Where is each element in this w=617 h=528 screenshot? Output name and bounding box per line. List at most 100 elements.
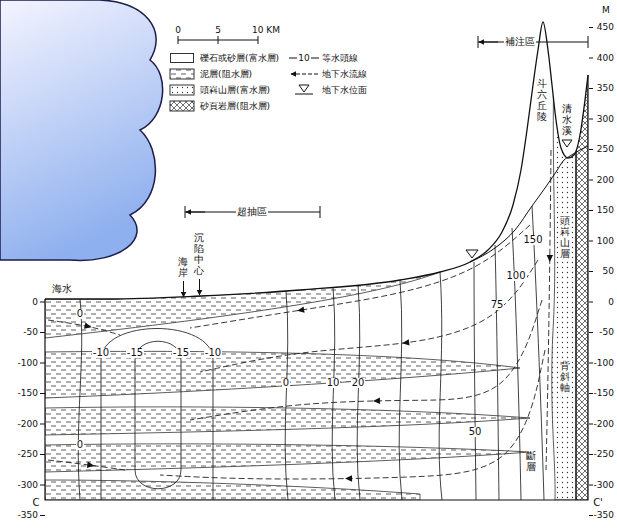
axis-label: 400 [597, 54, 614, 63]
mud-aquitard [45, 407, 530, 435]
formation-sample [170, 85, 194, 95]
legend-swatch [170, 53, 194, 63]
flow-sample [291, 74, 318, 75]
axis-tick [589, 119, 593, 120]
axis-label: -300 [594, 481, 614, 490]
equipotential-line [357, 284, 360, 500]
axis-tick [589, 241, 593, 242]
mud-sample [170, 69, 194, 79]
legend-sample-number: 10 [297, 54, 310, 63]
scale-label: 10 KM [252, 26, 280, 35]
mud-aquitard [45, 444, 530, 472]
axis-tick [589, 363, 593, 364]
contour-label: 20 [351, 378, 366, 388]
mud-aquitard [45, 272, 440, 338]
subsidence-label: 沉陷中心 [194, 232, 204, 276]
axis-tick [589, 485, 593, 486]
zone-label: 超抽區 [236, 207, 268, 217]
axis-tick [589, 210, 593, 211]
anticline-label: 背斜軸 [560, 360, 570, 393]
axis-label: -250 [594, 450, 614, 459]
legend-text: 地下水流線 [322, 70, 367, 79]
sandstone-shale [576, 40, 588, 500]
contour-label: -15 [126, 348, 144, 358]
flow-arrowhead [84, 323, 92, 331]
flow-line [160, 350, 545, 479]
axis-label: 350 [597, 84, 614, 93]
axis-tick [40, 424, 45, 425]
contour-label: 0 [76, 309, 84, 319]
axis-label: -350 [594, 511, 614, 520]
axis-label: -300 [18, 481, 38, 490]
equipotential-line [285, 291, 288, 500]
flow-arrowhead [373, 398, 380, 405]
axis-label: -100 [594, 359, 614, 368]
section-end-label: C [33, 498, 40, 508]
contour-label: 75 [490, 300, 505, 310]
axis-label: 100 [597, 237, 614, 246]
equipotential-line [399, 280, 402, 500]
section-end-label: C' [593, 498, 603, 508]
sea-label: 海水 [52, 284, 72, 294]
contour-label: -10 [92, 348, 110, 358]
toukoshan-formation [552, 40, 576, 500]
equipotential-line [101, 329, 213, 501]
axis-label: 0 [32, 298, 38, 307]
water-table-sample [299, 85, 309, 92]
recharge-bracket [478, 36, 588, 48]
water-table-symbol [466, 250, 478, 258]
flow-arrowhead [297, 306, 305, 313]
scale-label: 5 [215, 26, 221, 35]
axis-label: 0 [608, 298, 614, 307]
flow-arrowhead [87, 462, 95, 469]
mud-aquitard [45, 351, 520, 398]
zone-brackets [184, 36, 589, 297]
axis-tick [40, 393, 45, 394]
water-table [470, 146, 588, 262]
hill-label: 斗六丘陵 [537, 78, 547, 122]
scale-bar-line [178, 36, 258, 44]
equipotential-line [439, 272, 442, 500]
flow-line [190, 300, 542, 420]
legend-text: 地下水位面 [322, 86, 367, 95]
axis-label: -350 [18, 511, 38, 520]
formation-label: 頭嵙山層 [560, 215, 570, 259]
legend-text: 礫石或砂層(富水層) [200, 54, 279, 63]
axis-label: 250 [597, 145, 614, 154]
overpump-bracket [185, 206, 320, 218]
flow-line [546, 150, 551, 470]
coast-label: 海岸 [178, 256, 188, 278]
axis-label: 200 [597, 176, 614, 185]
contour-label: 0 [76, 440, 84, 450]
contour-label: -15 [172, 348, 190, 358]
axis-tick [589, 454, 593, 455]
axis-tick [589, 271, 593, 272]
scale-bar [178, 36, 258, 44]
water-table-symbol [562, 140, 572, 147]
zone-label: 補注區 [504, 37, 536, 47]
flow-arrowhead [547, 255, 553, 262]
fault-label: 斷層 [526, 450, 536, 472]
axis-tick [40, 302, 45, 303]
contour-label: 0 [282, 378, 290, 388]
equipotential-line [135, 341, 181, 489]
axis-tick [589, 58, 593, 59]
axis-tick [589, 149, 593, 150]
coast-arrow [183, 281, 184, 297]
legend-text: 泥層(阻水層) [200, 70, 252, 79]
axis-label: -50 [23, 328, 38, 337]
cloud-callout [0, 0, 163, 260]
axis-label: 150 [597, 206, 614, 215]
recharge-arrow [479, 42, 498, 43]
legend-samples [170, 58, 319, 111]
axis-label: -200 [18, 420, 38, 429]
axis-tick [589, 393, 593, 394]
contour-label: 10 [326, 378, 341, 388]
axis-label: -250 [18, 450, 38, 459]
legend-text: 等水頭線 [322, 54, 358, 63]
flow-line [190, 225, 530, 328]
contour-label: 100 [505, 271, 526, 281]
equipotential-line [78, 299, 81, 500]
axis-tick [40, 454, 45, 455]
